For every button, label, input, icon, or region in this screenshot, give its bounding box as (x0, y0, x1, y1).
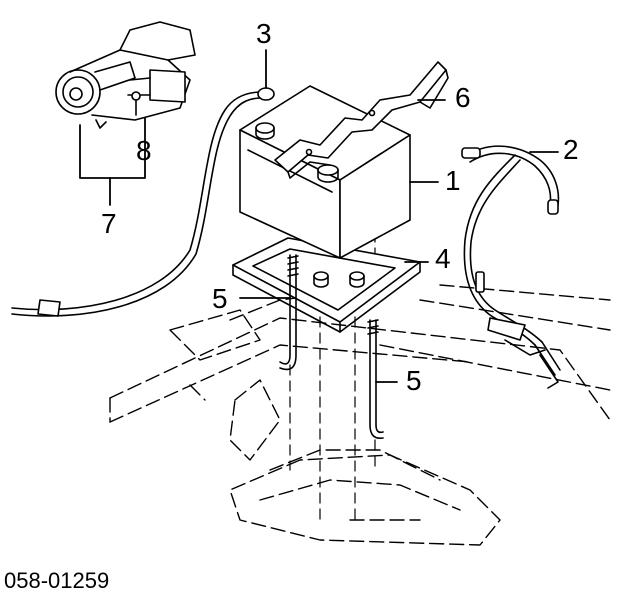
callout-2: 2 (563, 134, 579, 165)
callout-7: 7 (101, 208, 117, 239)
callout-6: 6 (455, 82, 471, 113)
vehicle-frame (109, 284, 611, 546)
positive-cable-harness (461, 145, 561, 389)
callout-3: 3 (256, 18, 272, 49)
battery-tray (232, 237, 421, 333)
hold-down-bracket (274, 61, 449, 179)
starter-motor (55, 21, 196, 129)
callout-4: 4 (435, 243, 451, 274)
reference-number: 058-01259 (4, 568, 110, 593)
callout-5-upper: 5 (212, 283, 228, 314)
leader-lines (79, 49, 559, 383)
callout-5-lower: 5 (406, 365, 422, 396)
hold-down-bolt-left (279, 254, 299, 371)
battery (239, 85, 411, 259)
callout-1: 1 (445, 165, 461, 196)
callout-8: 8 (136, 135, 152, 166)
hold-down-bolt-right (367, 319, 384, 440)
negative-cable (11, 87, 275, 317)
